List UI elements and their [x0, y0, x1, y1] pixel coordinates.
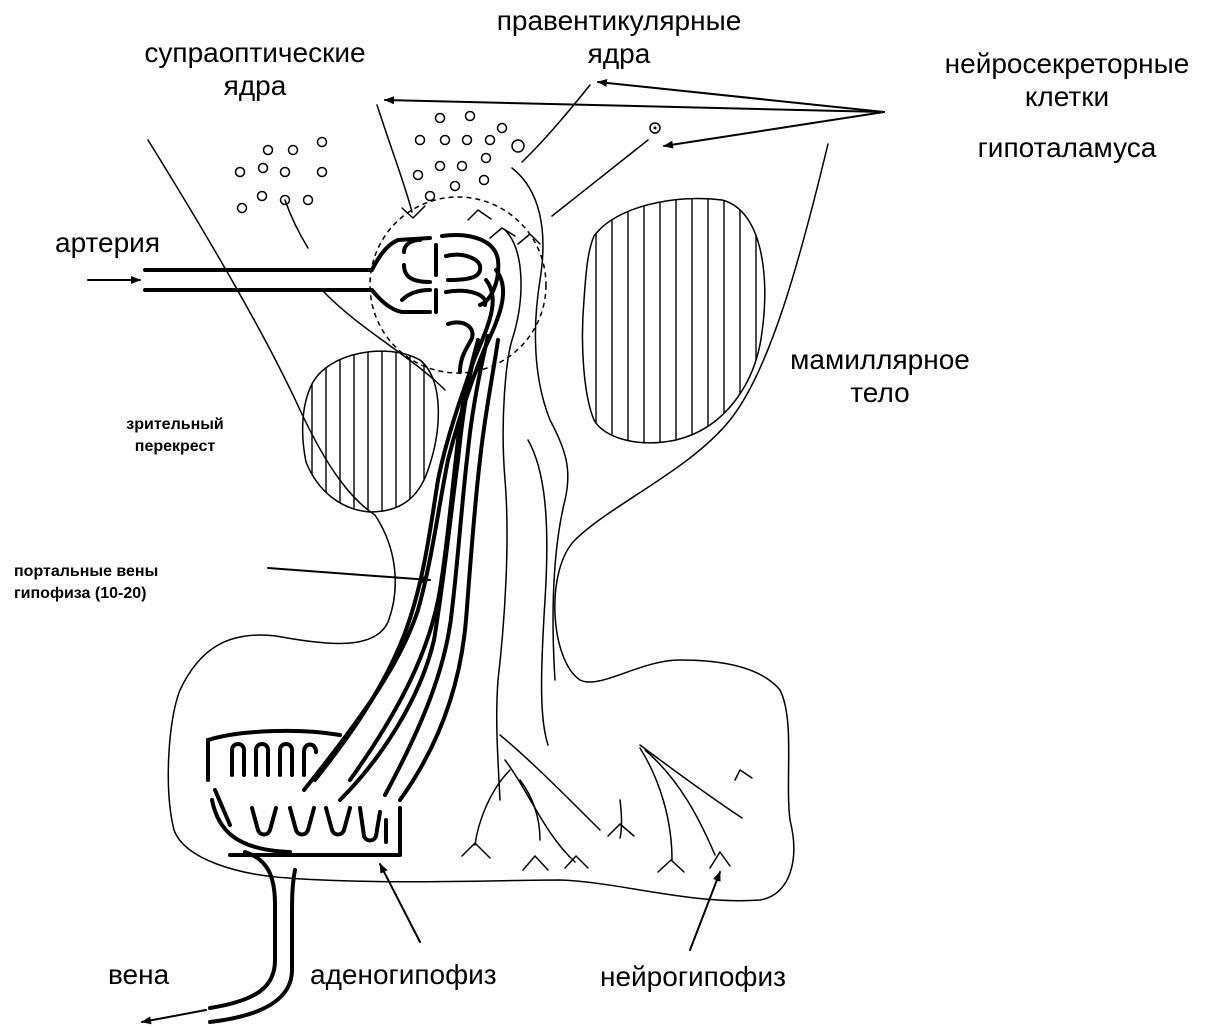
nucleus-cell [463, 136, 472, 145]
portal-veins-label: портальные вены гипофиза (10-20) [14, 561, 158, 604]
nucleus-cell [414, 171, 423, 180]
nucleus-cell [458, 162, 467, 171]
nucleus-cells [236, 112, 525, 213]
nucleus-cell [466, 112, 475, 121]
artery-label: артерия [55, 226, 160, 259]
brain-outline [148, 105, 828, 901]
nucleus-cell [451, 182, 460, 191]
nucleus-cell [480, 176, 489, 185]
nucleus-cell [416, 136, 425, 145]
nucleus-cell [436, 114, 445, 123]
nucleus-cell [259, 164, 268, 173]
primary-capillary-zone [370, 197, 546, 373]
nucleus-cell [426, 192, 435, 201]
paraventricular-nuclei-label: правентикулярные ядра [476, 4, 762, 70]
vein-label: вена [108, 958, 169, 991]
supraoptic-nuclei-label: супраоптические ядра [140, 36, 370, 102]
portal-veins [304, 270, 503, 800]
nucleus-cell [486, 136, 495, 145]
nucleus-cell [236, 168, 245, 177]
nucleus-cell [318, 168, 327, 177]
nucleus-cell [441, 136, 450, 145]
nucleus-cell [436, 162, 445, 171]
mammillary-body-label: мамиллярное тело [765, 343, 995, 409]
nucleus-cell [238, 204, 247, 213]
nucleus-cell [258, 192, 267, 201]
nucleus-cell [281, 168, 290, 177]
nucleus-cell [304, 196, 313, 205]
optic-chiasm-label: зрительный перекрест [100, 414, 250, 457]
artery-vessel [145, 235, 498, 372]
nucleus-cell [482, 154, 491, 163]
adenohypophysis-label: аденогипофиз [310, 958, 497, 991]
neurosecretory-cells-label: нейросекреторные клетки гипоталамуса [925, 47, 1209, 164]
nucleus-cell [289, 146, 298, 155]
neurosecretory-cell-core [654, 127, 657, 130]
nucleus-cell [318, 138, 327, 147]
nucleus-cell [498, 124, 507, 133]
nucleus-cell [512, 140, 524, 152]
nucleus-cell [264, 146, 273, 155]
neurohypophysis-label: нейрогипофиз [600, 960, 786, 993]
